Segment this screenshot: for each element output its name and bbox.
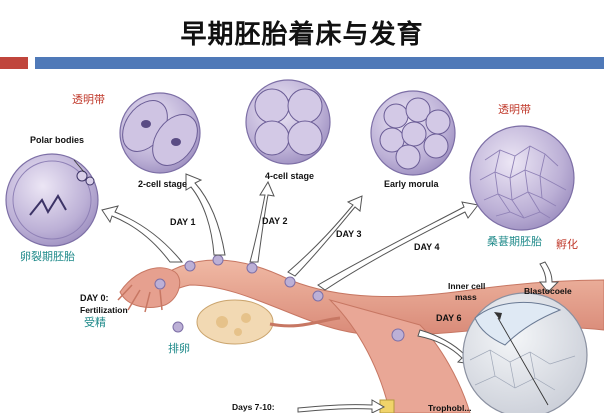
header-accent-red (0, 57, 28, 69)
ovulation-label: 排卵 (168, 341, 190, 355)
zygote-cell (5, 153, 99, 247)
blastocyst (462, 292, 588, 413)
blastocoele-label: Blastocoele (524, 286, 572, 296)
inner-cell-mass-label-line2: mass (455, 292, 477, 302)
day2-label: DAY 2 (262, 216, 288, 226)
cleavage-embryo-label: 卵裂期胚胎 (20, 249, 75, 263)
trophoblast-label: Trophobl... (428, 403, 471, 413)
day1-label: DAY 1 (170, 217, 196, 227)
day0-label: DAY 0: (80, 293, 109, 303)
development-arrows (101, 173, 560, 413)
inner-cell-mass-label-line1: Inner cell (448, 281, 485, 291)
polar-bodies-label: Polar bodies (30, 135, 84, 145)
morula-embryo-label: 桑葚期胚胎 (487, 234, 542, 248)
early-morula (370, 90, 456, 176)
fertilization-label: Fertilization (80, 305, 128, 315)
hatching-label: 孵化 (556, 237, 578, 251)
day6-label: DAY 6 (436, 313, 462, 323)
days-7-10-label: Days 7-10: (232, 402, 275, 412)
fertilization-cn-label: 受精 (84, 316, 106, 329)
four-cell-stage-label: 4-cell stage (265, 171, 314, 181)
morula-embryo (469, 125, 575, 231)
four-cell-embryo (245, 79, 331, 165)
day3-label: DAY 3 (336, 229, 362, 239)
ovary (196, 299, 274, 345)
ovulated-oocyte (172, 321, 184, 333)
page-title: 早期胚胎着床与发育 (180, 20, 424, 50)
zona-pellucida-label-left: 透明带 (72, 93, 105, 106)
early-morula-label: Early morula (384, 179, 440, 189)
two-cell-embryo (119, 92, 201, 174)
two-cell-stage-label: 2-cell stage (138, 179, 187, 189)
zona-pellucida-label-right: 透明带 (498, 103, 531, 116)
header-accent-blue (35, 57, 604, 69)
day4-label: DAY 4 (414, 242, 440, 252)
